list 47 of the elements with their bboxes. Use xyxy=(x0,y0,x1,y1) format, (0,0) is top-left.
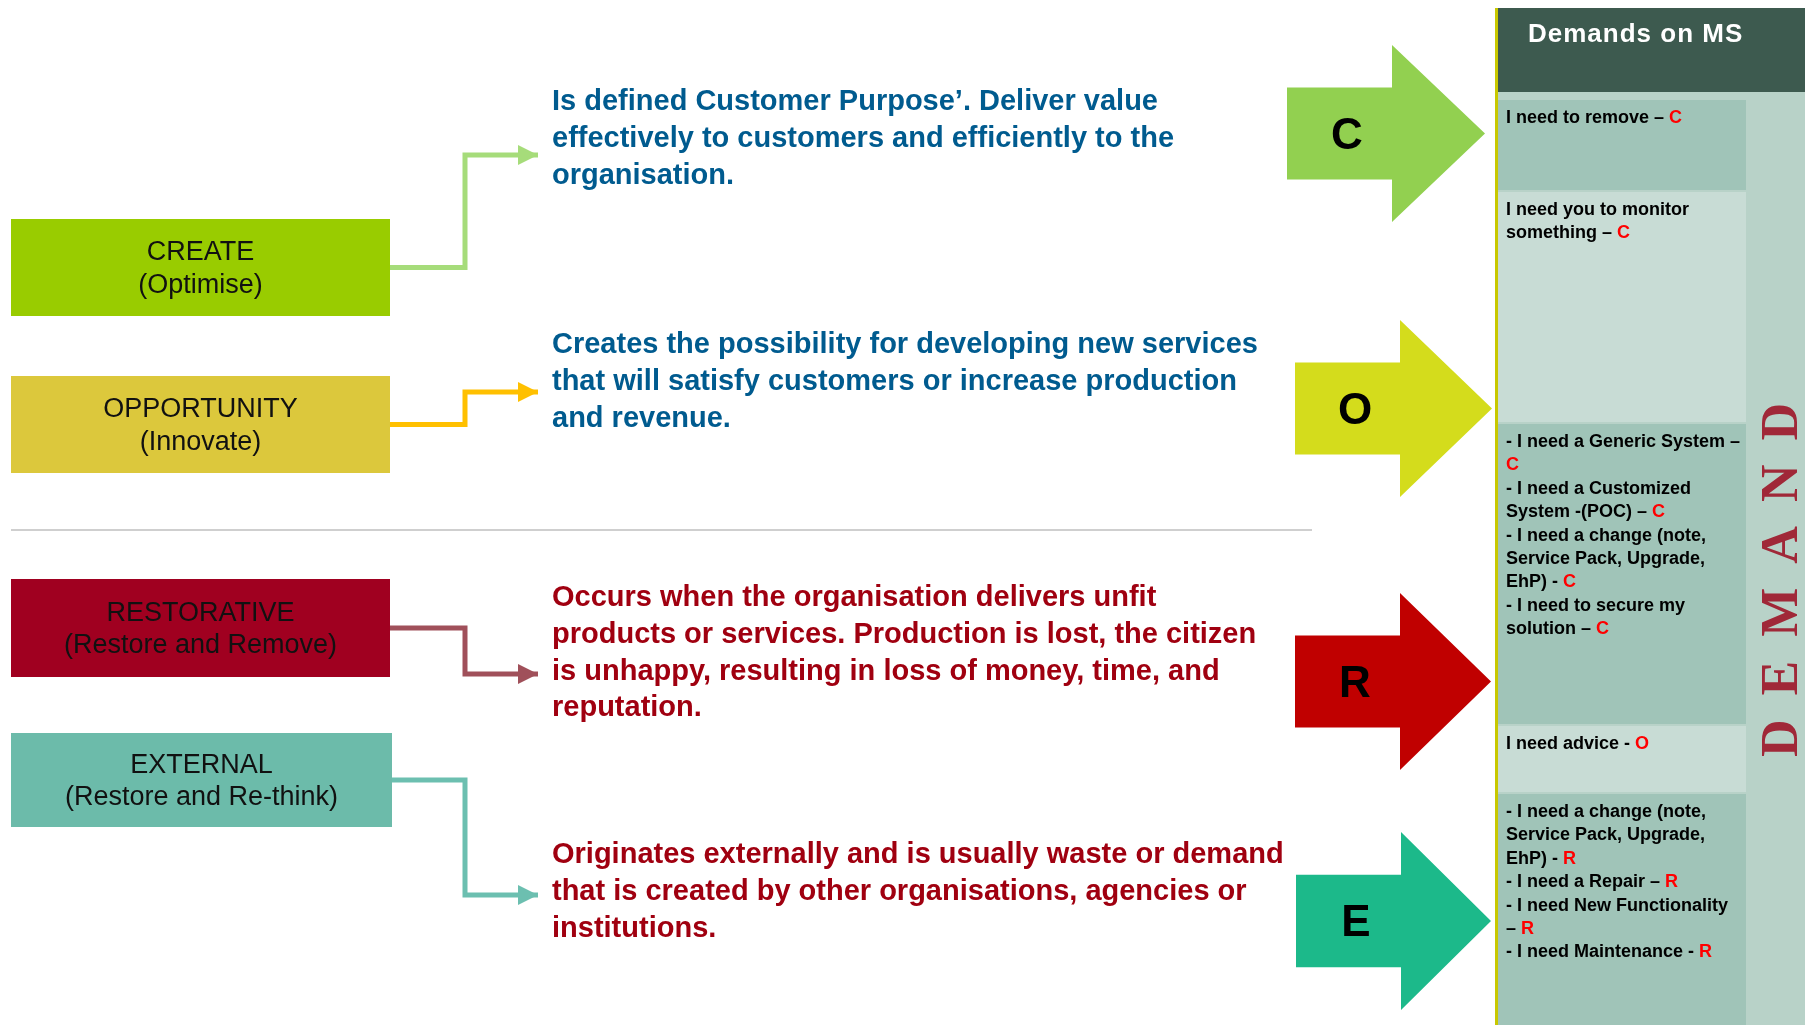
connector-arrow xyxy=(390,145,538,270)
vertical-word: DEMAND xyxy=(1754,379,1806,757)
demand-item: - I need a Generic System – C xyxy=(1506,430,1742,477)
block-arrow xyxy=(1287,45,1485,222)
arrow-letter: R xyxy=(1338,655,1372,708)
block-arrow xyxy=(1296,832,1491,1010)
category-title: RESTORATIVE xyxy=(106,595,295,628)
demand-row xyxy=(1498,794,1746,1025)
demand-item: - I need New Functionality – R xyxy=(1506,893,1730,940)
arrow-letter: O xyxy=(1336,382,1374,435)
arrow-letter: C xyxy=(1330,107,1364,160)
demand-item: - I need a Repair – R xyxy=(1506,870,1679,894)
demand-item: - I need Maintenance - R xyxy=(1506,940,1713,964)
demand-item: - I need to secure my solution – C xyxy=(1506,593,1687,641)
block-arrow xyxy=(1295,320,1492,497)
demand-row xyxy=(1498,100,1746,190)
demand-item: I need to remove – C xyxy=(1506,106,1683,129)
description-text: Originates externally and is usually waste or demand that is created by other organisations, agencies or institutions. xyxy=(552,835,1292,946)
category-box xyxy=(11,733,392,827)
demand-item: I need advice - O xyxy=(1506,732,1650,755)
demand-item: - I need a Customized System -(POC) – C xyxy=(1506,476,1693,524)
category-box xyxy=(11,219,390,316)
category-subtitle: (Restore and Re-think) xyxy=(64,780,339,813)
demand-item: - I need a change (note, Service Pack, Upgrade, EhP) - C xyxy=(1506,523,1708,594)
connector-arrow xyxy=(390,382,538,427)
connector-arrow xyxy=(392,777,538,905)
demand-item: - I need a change (note, Service Pack, Upgrade, EhP) - R xyxy=(1506,800,1708,870)
demand-panel xyxy=(1495,8,1805,1025)
demand-row xyxy=(1498,192,1746,422)
category-subtitle: (Optimise) xyxy=(138,267,263,300)
description-text: Is defined Customer Purpose’. Deliver value effectively to customers and efficiently to the organisation. xyxy=(552,82,1292,193)
description-text: Occurs when the organisation delivers unfit products or services. Production is lost, the citizen is unhappy, resulting in loss of money, time, and reputation. xyxy=(552,578,1282,726)
category-subtitle: (Innovate) xyxy=(139,424,262,457)
demand-row xyxy=(1498,424,1746,724)
block-arrow xyxy=(1295,593,1491,770)
category-box xyxy=(11,376,390,473)
demand-row xyxy=(1498,726,1746,792)
category-title: OPPORTUNITY xyxy=(103,392,298,425)
demand-item: I need you to monitor something – C xyxy=(1506,198,1690,245)
description-text: Creates the possibility for developing new services that will satisfy customers or increase production and revenue. xyxy=(552,325,1292,436)
category-box xyxy=(11,579,390,677)
panel-heading: Demands on MS xyxy=(1528,18,1744,49)
category-title: EXTERNAL xyxy=(130,747,273,780)
category-title: CREATE xyxy=(146,235,255,268)
connector-arrow xyxy=(390,625,538,684)
category-subtitle: (Restore and Remove) xyxy=(63,628,338,661)
arrow-letter: E xyxy=(1340,895,1372,947)
